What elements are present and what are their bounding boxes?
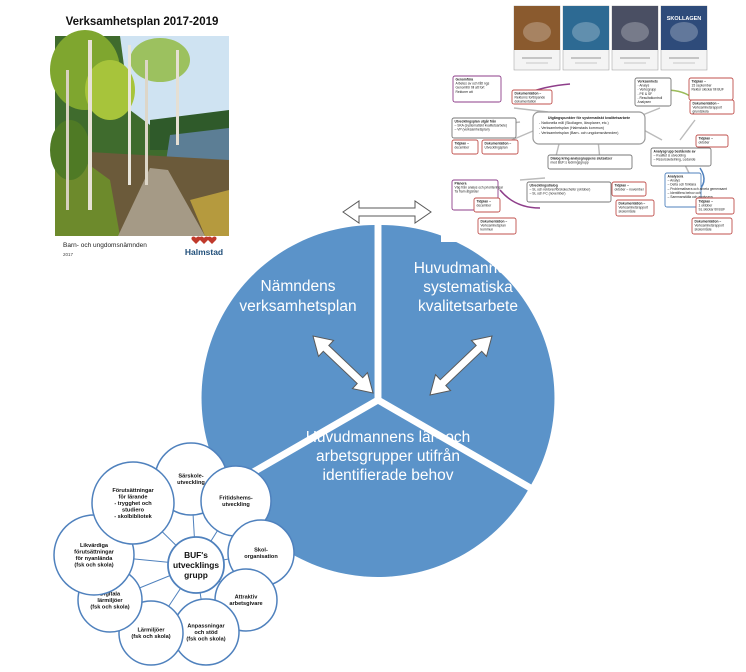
process-box: Verksamhets- Analys- Verksgrupp- PE & SF… (634, 77, 672, 107)
process-box-text: Analysgrupp bestående av– Kvalitet & utv… (654, 150, 696, 162)
process-center-text: Utgångspunkter för systematiskt kvalitet… (539, 116, 630, 135)
group-node-label: Lärmiljöer(fsk och skola) (131, 628, 170, 641)
process-box: Utvecklingsplan utgår från– SKA (systema… (451, 117, 517, 139)
process-box-text: Utvecklingsdialog– SL och rektorer/försk… (530, 184, 591, 196)
process-box: Tidplan –oktober – november (611, 181, 647, 197)
plan-cover-committee: Barn- och ungdomsnämnden (63, 242, 147, 249)
document-cover (562, 5, 610, 71)
process-box-text: Dokumentation –Utvecklingsplan (485, 142, 512, 150)
group-center-circle (167, 536, 225, 594)
group-node-label: Särskole-utveckling (177, 474, 205, 487)
document-cover: SKOLLAGEN (660, 5, 708, 71)
document-cover (611, 5, 659, 71)
arrows (312, 200, 493, 396)
process-box-text: Tidplan –december (455, 142, 471, 150)
process-box-text: Tidplan –december (477, 200, 493, 208)
process-connector (513, 107, 549, 113)
process-box: Tidplan –oktober (695, 134, 729, 148)
double-arrow-top (342, 200, 432, 224)
process-center-box: Utgångspunkter för systematiskt kvalitet… (532, 111, 646, 145)
cover-title: SKOLLAGEN (667, 16, 702, 22)
plan-cover: Verksamhetsplan 2017-2019 (50, 16, 229, 257)
process-box: Tidplan –december (473, 197, 501, 213)
process-box: Analysera– Analys– Delta och förklara– P… (664, 172, 728, 208)
cover-photo (50, 30, 229, 236)
group-nodes: Särskole-utvecklingFritidshems-utvecklin… (53, 442, 295, 666)
halmstad-logo: Halmstad (185, 236, 223, 257)
group-node-label: Skol-organisation (244, 548, 278, 561)
process-box-text: Tidplan –oktober (699, 137, 714, 145)
plan-cover-year: 2017 (63, 252, 74, 257)
group-node-label: Fritidshems-utveckling (219, 496, 253, 509)
double-arrow-right (429, 335, 493, 396)
process-box: Analysgrupp bestående av– Kvalitet & utv… (650, 147, 712, 167)
curved-arrow (499, 189, 541, 209)
process-box-text: Verksamhets- Analys- Verksgrupp- PE & SF… (638, 80, 663, 105)
segment-left (201, 225, 375, 485)
process-connector (519, 177, 546, 181)
process-connector (679, 119, 696, 141)
process-box-text: Tidplan –oktober – november (615, 184, 645, 192)
document-covers: SKOLLAGEN (513, 5, 708, 71)
process-box: Tidplan –december (451, 139, 479, 155)
process-box-text: Utvecklingsplan utgår från– SKA (systema… (455, 120, 508, 132)
process-box-text: Analysera– Analys– Delta och förklara– P… (668, 175, 728, 200)
process-box: Dokumentation –Utvecklingsplan (481, 139, 519, 155)
document-cover (513, 5, 561, 71)
plan-cover-title: Verksamhetsplan 2017-2019 (66, 16, 219, 28)
double-arrow-left (312, 335, 374, 394)
quality-process-chart: SKOLLAGEN Utgångspunkter för systematisk… (441, 5, 746, 242)
halmstad-logo-text: Halmstad (185, 247, 223, 257)
segment-bottom (228, 404, 528, 577)
process-box: Utvecklingsdialog– SL och rektorer/försk… (526, 181, 612, 203)
development-group-diagram: Särskole-utvecklingFritidshems-utvecklin… (53, 442, 295, 666)
